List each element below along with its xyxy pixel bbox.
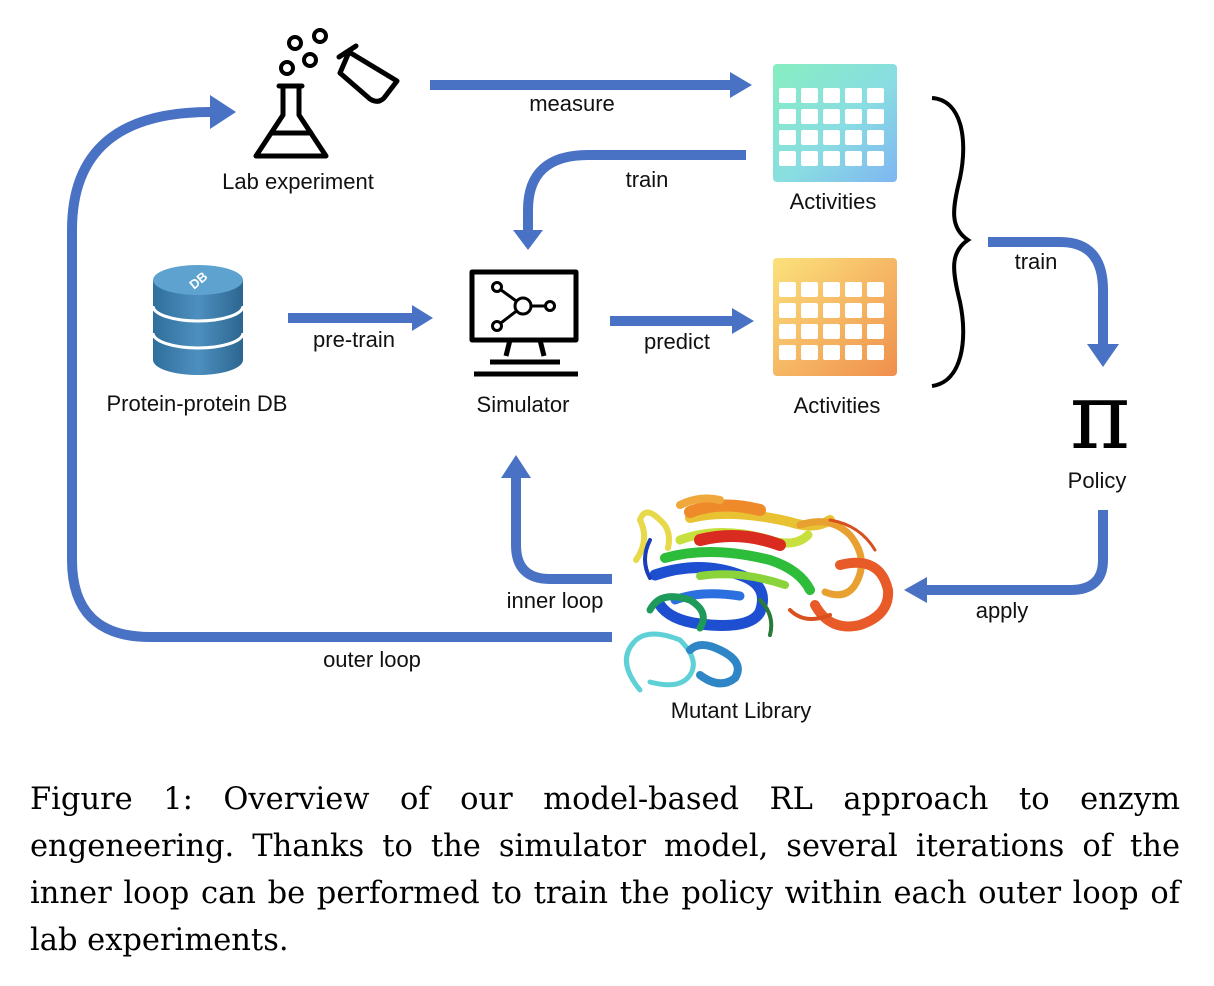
mutant-library-label: Mutant Library [671,698,812,723]
network-icon [491,281,556,332]
train-policy-label: train [1015,249,1058,274]
arrow-predict [610,308,754,334]
figure-caption: Figure 1: Overview of our model-based RL… [30,782,1180,958]
bubbles-icon [279,28,328,76]
inner-loop-label: inner loop [507,588,604,613]
arrow-train-policy [988,237,1119,367]
arrow-apply [904,510,1108,603]
apply-label: apply [976,598,1029,623]
arrow-outer-loop [67,95,612,642]
outer-loop-label: outer loop [323,647,421,672]
activities-measured-label: Activities [790,189,877,214]
arrow-pre-train [288,305,433,331]
protein-db-label: Protein-protein DB [107,391,288,416]
activities-predicted-label: Activities [794,393,881,418]
lab-experiment-label: Lab experiment [222,169,374,194]
simulator-label: Simulator [477,392,570,417]
measure-label: measure [529,91,615,116]
train-simulator-label: train [626,167,669,192]
policy-label: Policy [1068,468,1127,493]
activities-measured-table-icon [773,64,897,182]
policy-symbol: π [1070,363,1130,470]
arrow-train-simulator [513,150,746,250]
predict-label: predict [644,329,710,354]
database-icon: DB [151,265,245,375]
test-tube-icon [336,43,400,104]
protein-structure-icon [624,494,894,693]
pre-train-label: pre-train [313,327,395,352]
computer-icon [469,269,579,377]
arrow-inner-loop [501,455,612,584]
arrow-measure [430,72,752,98]
curly-brace [931,96,972,388]
activities-predicted-table-icon [773,258,897,376]
flask-icon [253,83,329,159]
